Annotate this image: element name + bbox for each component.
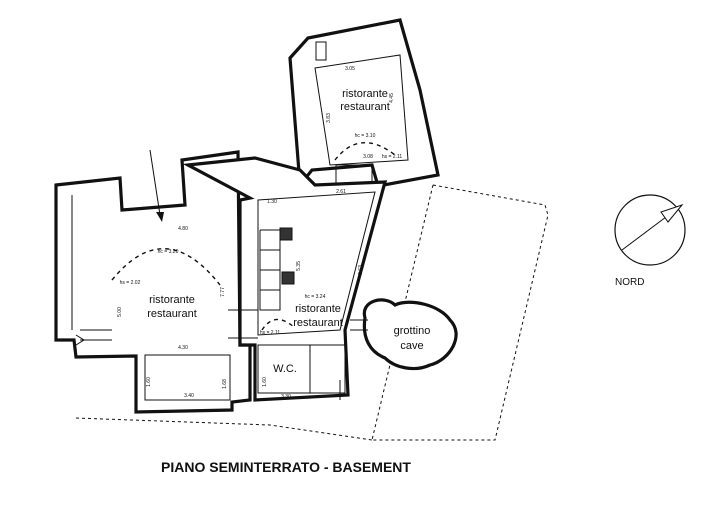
cave-label-1: grottino [394,325,431,337]
north-arrow-icon [660,203,684,223]
dim-left-width: 4.80 [178,226,188,232]
dim-center-hs: hs = 2.11 [260,330,281,336]
dim-center-right-height: 8.63 [358,265,364,275]
center-room-block [182,156,388,402]
center-room-label-2: restaurant [293,317,343,329]
north-label: NORD [615,277,644,288]
dim-center-top: 1.30 [267,199,277,205]
dim-left-height-left: 5.00 [117,307,123,317]
dim-center-left-height: 5.35 [296,261,302,271]
top-room-label-1: ristorante [342,88,388,100]
north-compass [614,194,686,266]
dim-center-hc: hc = 3.24 [305,294,326,300]
dim-left-hc: hc = 3.20 [158,249,179,255]
dim-top-hs: hs = 2.11 [382,154,403,160]
left-room-label-1: ristorante [149,294,195,306]
dim-top-height-left: 3.83 [326,113,332,123]
dim-lower-left-h: 1.60 [146,377,152,387]
entrance-arrow-left [149,149,164,222]
plan-caption: PIANO SEMINTERRATO - BASEMENT [161,459,411,475]
dim-top-bottom-width: 3.08 [363,154,373,160]
cave-outline [350,298,458,371]
dim-left-bottom-width: 4.30 [178,345,188,351]
left-room-label-2: restaurant [147,308,197,320]
left-room-block [54,150,252,414]
outdoor-boundary [75,184,549,441]
compass-circle-icon [614,194,686,266]
dim-left-height-right: 7.77 [220,287,226,297]
dim-left-hs: hs = 2.02 [120,280,141,286]
dim-wc-height: 1.60 [262,377,268,387]
dim-top-height-right: 4.45 [389,93,395,103]
top-room-label-2: restaurant [340,101,390,113]
dim-top-passage: 2.61 [336,189,346,195]
wc-label: W.C. [273,363,297,375]
dim-wc-width: 3.30 [281,394,291,400]
cave-label-2: cave [400,340,423,352]
dim-lower-width: 3.40 [184,393,194,399]
dim-top-width: 3.05 [345,66,355,72]
center-room-label-1: ristorante [295,303,341,315]
dim-lower-right-h: 1.68 [222,379,228,389]
dim-top-hc: hc = 3.10 [355,133,376,139]
